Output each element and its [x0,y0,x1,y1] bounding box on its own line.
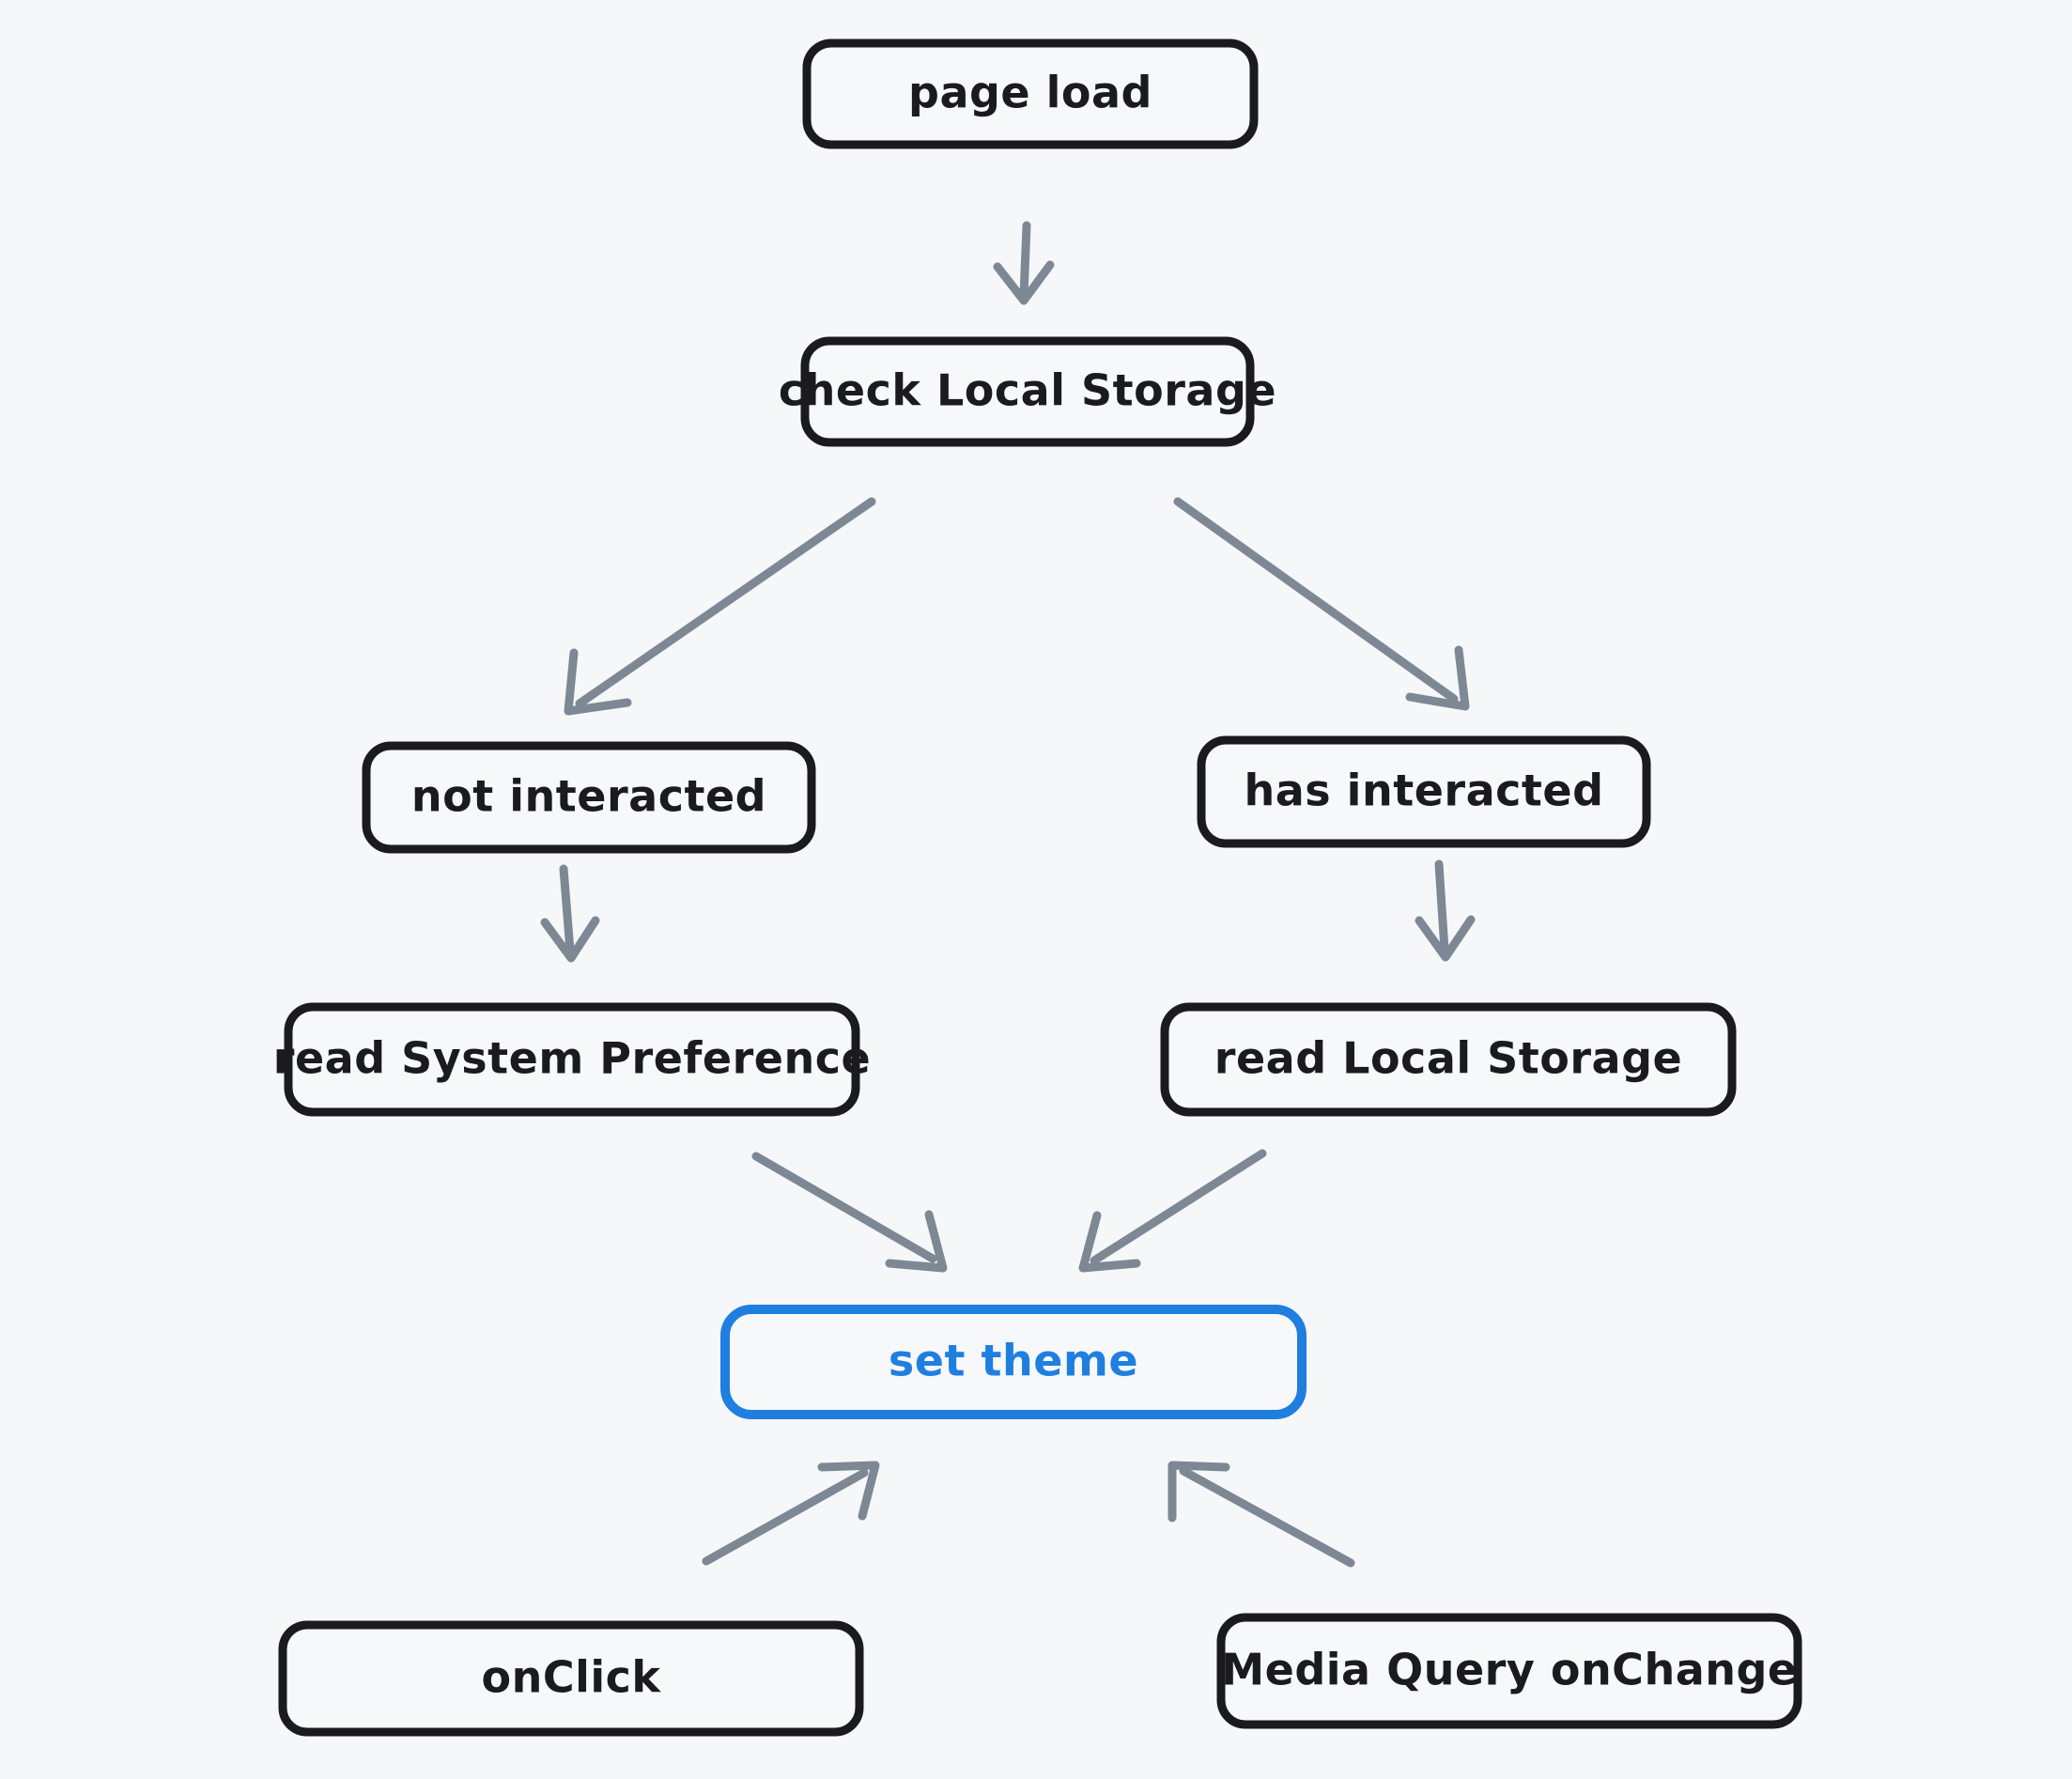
node-set-theme-label: set theme [889,1336,1138,1386]
node-read-system-preference-shape [284,1002,860,1117]
node-read-system-preference[interactable]: read System Preference [273,1002,871,1117]
edge-layer [540,221,1476,1568]
edge-has-interacted-to-read-local-storage [1415,859,1476,962]
node-page-load-label: page load [908,68,1152,118]
node-page-load-shape [802,39,1259,149]
node-layer: page load check Local Storage not intera… [273,39,1802,1737]
node-onclick-label: onClick [481,1652,661,1703]
node-read-local-storage-shape [1160,1002,1737,1117]
edge-check-local-storage-to-not-interacted [564,497,876,716]
node-has-interacted[interactable]: has interacted [1197,735,1651,848]
node-read-local-storage-label: read Local Storage [1214,1033,1682,1084]
node-page-load[interactable]: page load [802,39,1259,149]
node-set-theme[interactable]: set theme [720,1305,1307,1419]
node-onclick-shape [278,1620,864,1737]
edge-media-query-onchange-to-set-theme [1167,1461,1355,1568]
edge-onclick-to-set-theme [702,1461,880,1566]
node-set-theme-shape [720,1305,1307,1419]
node-read-local-storage[interactable]: read Local Storage [1160,1002,1737,1117]
node-media-query-onchange[interactable]: Media Query onChange [1216,1613,1802,1729]
edge-read-local-storage-to-set-theme [1078,1149,1267,1273]
node-not-interacted-shape [362,741,816,854]
node-media-query-onchange-label: Media Query onChange [1221,1645,1797,1695]
node-has-interacted-shape [1197,735,1651,848]
node-onclick[interactable]: onClick [278,1620,864,1737]
edge-not-interacted-to-read-system-preference [540,864,600,963]
node-not-interacted-label: not interacted [411,771,766,822]
node-check-local-storage[interactable]: check Local Storage [779,336,1276,447]
node-read-system-preference-label: read System Preference [273,1033,871,1084]
node-check-local-storage-shape [800,336,1255,447]
edge-check-local-storage-to-has-interacted [1173,497,1470,711]
node-not-interacted[interactable]: not interacted [362,741,816,854]
node-media-query-onchange-shape [1216,1613,1802,1729]
edge-read-system-preference-to-set-theme [751,1152,948,1273]
edge-page-load-to-check-local-storage [993,221,1055,305]
node-has-interacted-label: has interacted [1245,766,1604,816]
node-check-local-storage-label: check Local Storage [779,365,1276,416]
